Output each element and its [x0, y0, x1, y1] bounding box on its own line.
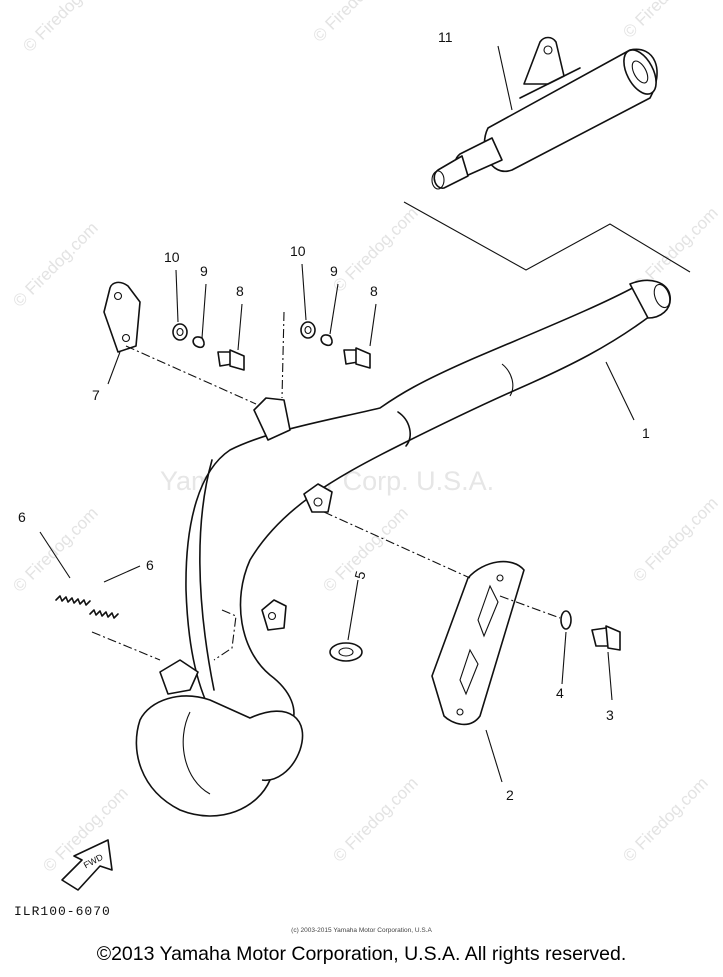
callout-10a: 10 [164, 249, 180, 265]
callout-9a: 9 [200, 263, 208, 279]
callout-7: 7 [92, 387, 100, 403]
callout-4: 4 [556, 685, 564, 701]
callout-11: 11 [438, 29, 453, 45]
leader-lines [39, 45, 635, 783]
callout-8a: 8 [236, 283, 244, 299]
silencer-part [431, 36, 658, 190]
callout-6a: 6 [18, 509, 26, 525]
callout-9b: 9 [330, 263, 338, 279]
callout-8b: 8 [370, 283, 378, 299]
washer-bolt-parts [560, 610, 621, 651]
callout-1: 1 [642, 425, 650, 441]
bracket-part [103, 281, 141, 353]
copyright-footer: ©2013 Yamaha Motor Corporation, U.S.A. A… [96, 943, 627, 965]
callout-2: 2 [506, 787, 514, 803]
callout-6b: 6 [146, 557, 154, 573]
fwd-arrow-icon [61, 839, 113, 891]
callout-5: 5 [351, 569, 369, 581]
hardware-left-set [172, 323, 245, 371]
callout-10b: 10 [290, 243, 306, 259]
exhaust-pipe-part [135, 279, 671, 817]
callout-3: 3 [606, 707, 614, 723]
spring-parts [55, 595, 119, 619]
small-copyright-notice: (c) 2003-2015 Yamaha Motor Corporation, … [291, 927, 432, 934]
heat-protector-part [431, 560, 525, 726]
assembly-lines [91, 201, 691, 661]
hardware-right-set [300, 321, 371, 369]
grommet-part [329, 642, 363, 662]
diagram-code: ILR100-6070 [14, 904, 111, 919]
